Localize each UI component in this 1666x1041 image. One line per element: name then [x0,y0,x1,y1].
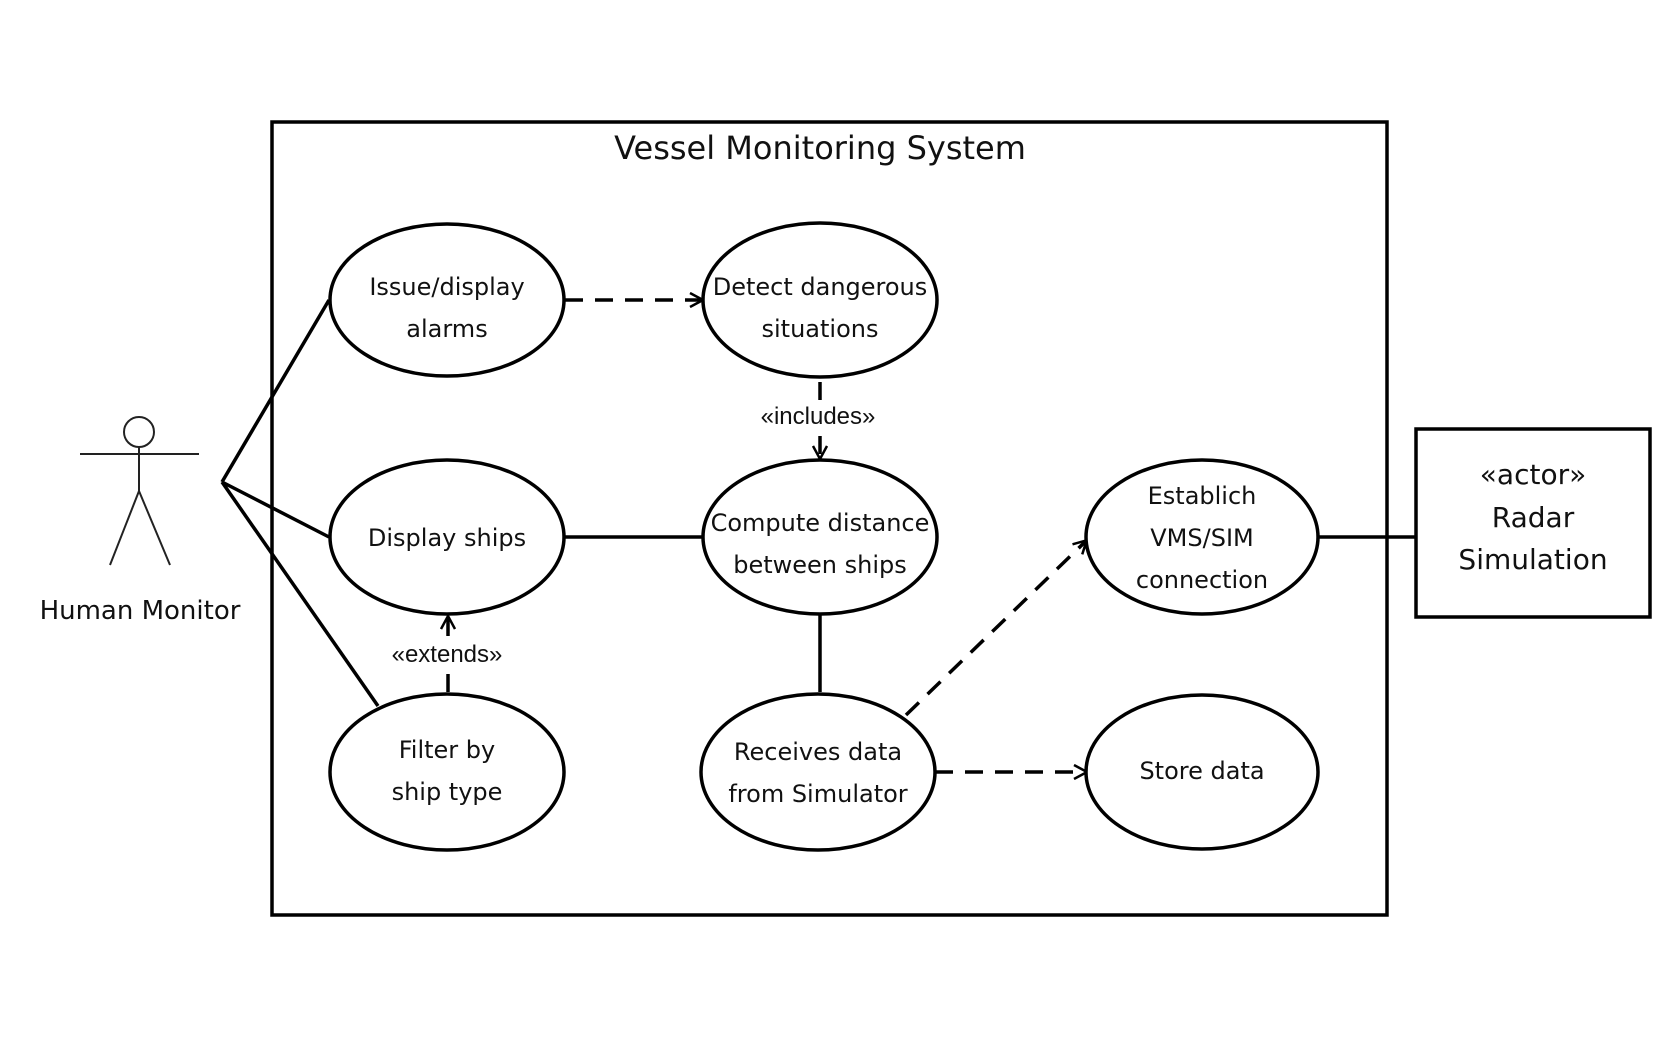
actor-head [123,416,155,448]
system-boundary [270,120,1389,917]
system-title: Vessel Monitoring System [614,129,1026,167]
use-case-label: Filter by [399,736,496,764]
use-case-issue-alarms: Issue/display alarms [328,222,566,378]
includes-label: «includes» [761,403,876,430]
radar-simulation-actor: «actor» Radar Simulation [1414,427,1652,619]
use-case-label: situations [762,315,879,343]
actor-left-leg [109,490,140,566]
use-case-label: Issue/display [369,273,524,301]
use-case-label: between ships [733,551,907,579]
use-case-label: Store data [1139,757,1264,785]
use-case-label: connection [1136,566,1268,594]
use-case-filter-ship-type: Filter by ship type [328,692,566,852]
use-case-establish-connection: Establich VMS/SIM connection [1084,458,1320,616]
use-case-store-data: Store data [1084,693,1320,851]
radar-label-line2: Simulation [1458,543,1607,576]
assoc-human-alarms [220,299,331,483]
human-actor-figure [80,416,199,566]
use-case-label: VMS/SIM [1150,524,1253,552]
use-case-label: Display ships [368,524,526,552]
use-case-compute-distance: Compute distance between ships [701,458,939,616]
use-case-detect-dangerous: Detect dangerous situations [701,221,939,379]
use-case-label: Establich [1148,482,1257,510]
use-case-label: Detect dangerous [713,273,928,301]
extends-label: «extends» [392,641,503,668]
use-case-label: alarms [406,315,487,343]
radar-stereotype: «actor» [1480,458,1586,491]
use-case-label: Receives data [734,738,902,766]
use-case-label: ship type [392,778,503,806]
use-case-receive-data: Receives data from Simulator [699,692,937,852]
radar-label-line1: Radar [1492,501,1575,534]
human-actor-label: Human Monitor [40,596,241,626]
assoc-human-filter [220,480,380,708]
actor-right-leg [138,490,171,566]
assoc-human-display [221,480,330,539]
use-case-label: Compute distance [711,509,930,537]
use-case-label: from Simulator [728,780,907,808]
dep-receive-establish [904,541,1086,717]
use-case-display-ships: Display ships [328,458,566,616]
